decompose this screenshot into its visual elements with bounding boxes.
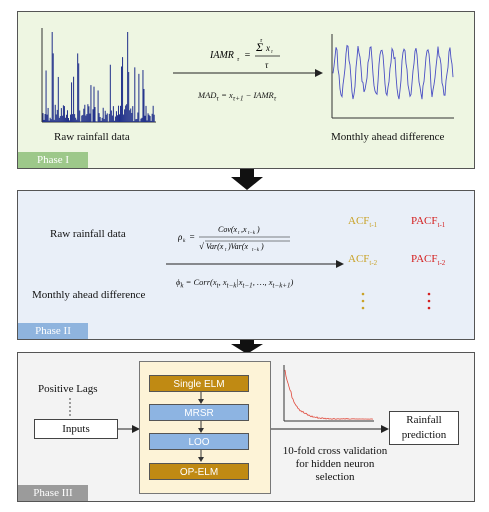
svg-text:,x: ,x	[241, 225, 247, 234]
monthly-ahead-difference-caption: Monthly ahead difference	[331, 131, 445, 143]
phase-3-tag: Phase III	[18, 485, 88, 501]
phi-formula: ϕk = Corr(xt, xt−k|xt−1, …, xt−k+1)	[176, 277, 294, 290]
elm-to-mrsr-arrow	[198, 392, 204, 404]
phase2-monthly-ahead-label: Monthly ahead difference	[32, 289, 146, 301]
phase2-arrow	[166, 260, 344, 268]
phase-3-panel: Positive Lags Inputs Single ELM MRSR LOO…	[17, 352, 475, 502]
phase-2-tag: Phase II	[18, 323, 88, 339]
acf-lag-2: ACFt-2	[348, 253, 378, 268]
loo-box: LOO	[149, 433, 249, 450]
raw-rainfall-caption: Raw rainfall data	[54, 131, 130, 143]
svg-text:=: =	[189, 232, 195, 242]
svg-text:Cov(x: Cov(x	[218, 225, 238, 234]
pacf-lag-1: PACFt-1	[411, 215, 446, 230]
op-elm-box: OP-ELM	[149, 463, 249, 480]
svg-text:x: x	[265, 43, 270, 53]
mad-formula: MADτ = xτ+1 − IAMRτ	[198, 90, 277, 103]
phase1-to-phase2-arrow	[231, 169, 263, 190]
svg-text:k: k	[183, 238, 186, 244]
single-elm-box: Single ELM	[149, 375, 249, 392]
svg-text:Σ: Σ	[255, 40, 263, 54]
inputs-arrow	[118, 425, 140, 433]
svg-text:)Var(x: )Var(x	[227, 242, 248, 251]
phase2-to-phase3-arrow	[231, 340, 263, 354]
phase-1-tag: Phase I	[18, 152, 88, 168]
positive-lags-label: Positive Lags	[38, 383, 98, 395]
acf-lag-1: ACFt-1	[348, 215, 378, 230]
svg-text:τ: τ	[237, 57, 240, 63]
svg-text:): )	[256, 225, 260, 234]
pacf-vertical-ellipsis	[427, 292, 431, 310]
prediction-arrow	[271, 425, 389, 433]
svg-text:Var(x: Var(x	[206, 242, 224, 251]
loo-to-opelm-arrow	[198, 450, 204, 462]
svg-text:τ: τ	[271, 50, 273, 55]
svg-text:IAMR: IAMR	[210, 50, 234, 61]
iamr-formula: IAMR τ = τ Σ x τ τ	[209, 36, 310, 76]
svg-text:): )	[260, 242, 264, 251]
phase-2-panel: Raw rainfall data Monthly ahead differen…	[17, 190, 475, 340]
phase2-raw-rainfall-label: Raw rainfall data	[50, 228, 126, 240]
neuron-selection-error-chart	[283, 365, 374, 422]
acf-vertical-ellipsis	[361, 292, 365, 310]
mrsr-box: MRSR	[149, 404, 249, 421]
pacf-lag-2: PACFt-2	[411, 253, 446, 268]
raw-rainfall-chart	[41, 28, 156, 123]
svg-text:√: √	[199, 241, 204, 251]
cross-validation-text: 10-fold cross validation for hidden neur…	[282, 445, 388, 483]
svg-text:=: =	[244, 50, 251, 61]
svg-text:τ: τ	[260, 38, 263, 44]
lags-dashed-connector	[69, 398, 71, 418]
phase1-arrow	[173, 69, 323, 77]
svg-text:ρ: ρ	[178, 232, 183, 242]
svg-text:t: t	[225, 248, 227, 253]
phase-1-panel: Raw rainfall data IAMR τ = τ Σ x τ τ MAD…	[17, 11, 475, 169]
svg-text:τ: τ	[265, 60, 269, 70]
svg-text:t−k: t−k	[252, 248, 260, 253]
svg-text:t: t	[238, 231, 240, 236]
mrsr-to-loo-arrow	[198, 421, 204, 433]
rainfall-prediction-box: Rainfall prediction	[389, 411, 459, 445]
rho-formula: ρ k = Cov(x t ,x t−k ) √ Var(x t )Var(x …	[177, 221, 318, 257]
svg-text:t−k: t−k	[248, 231, 256, 236]
monthly-ahead-difference-chart	[331, 34, 454, 119]
inputs-box: Inputs	[34, 419, 118, 439]
